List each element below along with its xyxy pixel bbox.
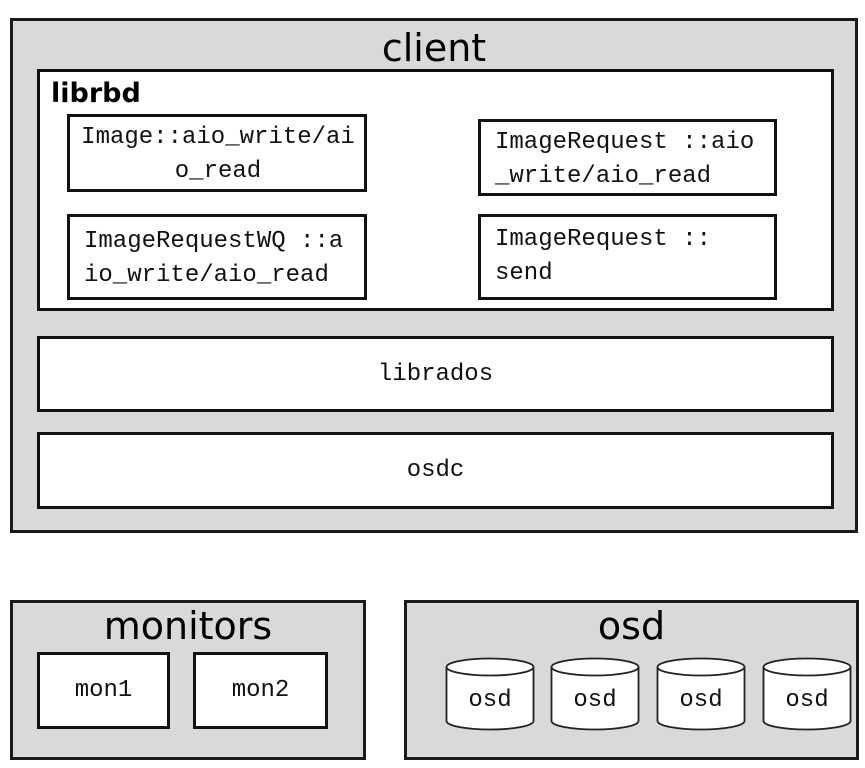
osd-disk-1-label: osd bbox=[468, 687, 512, 714]
librados-label: librados bbox=[377, 360, 494, 388]
image-aio-write-box: Image::aio_write/aio_read bbox=[67, 114, 367, 192]
osd-disk-2-label: osd bbox=[573, 687, 617, 714]
osd-disk-1: osd bbox=[445, 657, 535, 731]
mon2-label: mon2 bbox=[231, 677, 290, 704]
osd-panel: osd osd osd osd osd bbox=[404, 600, 859, 760]
imagerequest-send-label: ImageRequest :: send bbox=[495, 226, 712, 287]
osd-disk-2: osd bbox=[550, 657, 640, 731]
monitors-panel: monitors mon1 mon2 bbox=[10, 600, 366, 760]
client-title: client bbox=[381, 26, 487, 70]
osd-disk-4: osd bbox=[762, 657, 852, 731]
osd-disk-3-label: osd bbox=[679, 687, 723, 714]
imagerequest-send-box: ImageRequest :: send bbox=[478, 214, 777, 300]
osdc-box: osdc bbox=[37, 432, 834, 509]
osd-disk-4-label: osd bbox=[785, 687, 829, 714]
osd-title: osd bbox=[597, 604, 666, 648]
osd-disk-3: osd bbox=[656, 657, 746, 731]
librbd-panel: librbd Image::aio_write/aio_read ImageRe… bbox=[37, 69, 834, 311]
image-aio-write-label: Image::aio_write/aio_read bbox=[81, 124, 355, 185]
imagerequestwq-aio-write-label: ImageRequestWQ ::aio_write/aio_read bbox=[84, 228, 344, 289]
imagerequest-aio-write-box: ImageRequest ::aio_write/aio_read bbox=[478, 119, 777, 196]
imagerequestwq-aio-write-box: ImageRequestWQ ::aio_write/aio_read bbox=[67, 214, 367, 300]
librados-box: librados bbox=[37, 336, 834, 412]
client-panel: client librbd Image::aio_write/aio_read … bbox=[10, 18, 858, 533]
librbd-title: librbd bbox=[51, 78, 141, 109]
imagerequest-aio-write-label: ImageRequest ::aio_write/aio_read bbox=[495, 129, 755, 190]
mon1-box: mon1 bbox=[37, 652, 170, 729]
monitors-title: monitors bbox=[103, 604, 273, 648]
mon1-label: mon1 bbox=[74, 677, 133, 704]
mon2-box: mon2 bbox=[193, 652, 328, 729]
osdc-label: osdc bbox=[406, 457, 465, 484]
